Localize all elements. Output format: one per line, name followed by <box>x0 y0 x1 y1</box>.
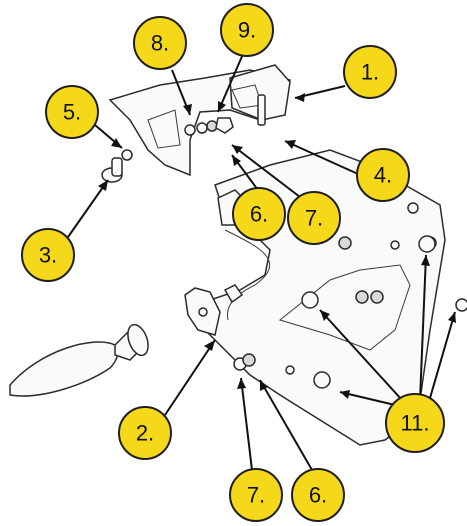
callout-4-label: 4. <box>374 163 392 188</box>
callout-5-label: 5. <box>63 100 81 125</box>
callout-4: 4. <box>356 148 410 202</box>
callout-5: 5. <box>45 85 99 139</box>
callout-3: 3. <box>21 228 75 282</box>
connector-nuts <box>223 284 467 371</box>
callout-1: 1. <box>343 45 397 99</box>
callout-2-label: 2. <box>136 421 154 446</box>
callout-7-upper: 7. <box>287 191 341 245</box>
callout-6-lower: 6. <box>291 468 345 522</box>
bolt-head <box>301 291 319 309</box>
callout-7-lower: 7. <box>229 468 283 522</box>
callout-9: 9. <box>220 3 274 57</box>
upper-mount-bracket <box>108 64 291 177</box>
callout-6-lower-label: 6. <box>309 483 327 508</box>
wire <box>224 229 271 321</box>
bolt-part <box>101 149 133 183</box>
callout-6-upper-label: 6. <box>250 202 268 227</box>
callout-6-upper: 6. <box>232 187 286 241</box>
bolt-head <box>313 371 331 389</box>
callout-11-label: 11. <box>401 411 430 436</box>
callout-9-label: 9. <box>238 18 256 43</box>
top-hardware <box>184 117 234 136</box>
leader-lines <box>67 53 456 471</box>
callout-8: 8. <box>133 16 187 70</box>
callout-2: 2. <box>118 406 172 460</box>
callout-1-label: 1. <box>361 60 379 85</box>
callout-3-label: 3. <box>39 243 57 268</box>
callout-7-upper-label: 7. <box>305 206 323 231</box>
callout-7-lower-label: 7. <box>247 483 265 508</box>
callout-8-label: 8. <box>151 31 169 56</box>
bolt-head <box>418 235 436 253</box>
callout-11: 11. <box>385 393 445 453</box>
turn-signal <box>9 323 149 397</box>
